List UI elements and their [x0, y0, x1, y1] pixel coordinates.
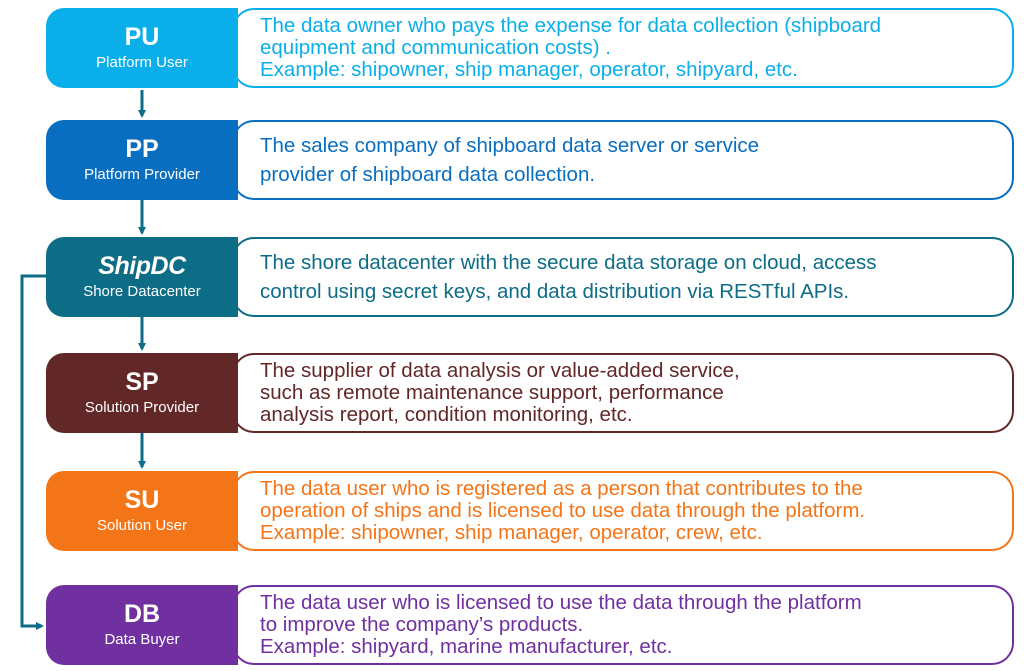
description-line: control using secret keys, and data dist… — [260, 280, 850, 303]
description-line: The sales company of shipboard data serv… — [260, 134, 760, 157]
role-name: Data Buyer — [104, 631, 180, 648]
row-pu: The data owner who pays the expense for … — [46, 8, 1014, 88]
row-shipdc: The shore datacenter with the secure dat… — [46, 237, 1014, 317]
role-name: Solution User — [96, 517, 188, 534]
role-name: Platform Provider — [84, 166, 200, 183]
description-box-pu: The data owner who pays the expense for … — [232, 8, 1014, 88]
role-abbreviation: SU — [124, 486, 160, 514]
role-tag-shipdc: ShipDC Shore Datacenter — [46, 237, 238, 317]
description-line: analysis report, condition monitoring, e… — [260, 403, 633, 426]
description-line: Example: shipyard, marine manufacturer, … — [260, 635, 673, 658]
role-name: Platform User — [96, 54, 188, 71]
role-tag-pp: PP Platform Provider — [46, 120, 238, 200]
description-line: provider of shipboard data collection. — [260, 163, 596, 186]
role-tag-db: DB Data Buyer — [46, 585, 238, 665]
role-tag-su: SU Solution User — [46, 471, 238, 551]
description-line: equipment and communication costs) . — [260, 36, 611, 59]
description-line: The data owner who pays the expense for … — [260, 14, 882, 37]
description-box-db: The data user who is licensed to use the… — [232, 585, 1014, 665]
description-box-pp: The sales company of shipboard data serv… — [232, 120, 1014, 200]
role-abbreviation: SP — [125, 368, 159, 396]
description-line: The supplier of data analysis or value-a… — [260, 359, 740, 382]
row-su: The data user who is registered as a per… — [46, 471, 1014, 551]
row-sp: The supplier of data analysis or value-a… — [46, 353, 1014, 433]
description-line: The shore datacenter with the secure dat… — [260, 251, 877, 274]
description-line: The data user who is registered as a per… — [260, 477, 863, 500]
role-abbreviation: PP — [125, 135, 159, 163]
description-line: Example: shipowner, ship manager, operat… — [260, 58, 798, 81]
description-line: The data user who is licensed to use the… — [260, 591, 862, 614]
role-abbreviation: DB — [123, 600, 161, 628]
role-tag-pu: PU Platform User — [46, 8, 238, 88]
description-line: to improve the company’s products. — [260, 613, 584, 636]
description-box-sp: The supplier of data analysis or value-a… — [232, 353, 1014, 433]
row-pp: The sales company of shipboard data serv… — [46, 120, 1014, 200]
arrow-shipdc-to-db — [20, 274, 48, 630]
description-line: such as remote maintenance support, perf… — [260, 381, 724, 404]
role-tag-sp: SP Solution Provider — [46, 353, 238, 433]
role-abbreviation: PU — [124, 23, 160, 51]
role-name: Solution Provider — [84, 399, 200, 416]
description-line: Example: shipowner, ship manager, operat… — [260, 521, 763, 544]
role-name: Shore Datacenter — [83, 283, 201, 300]
role-abbreviation: ShipDC — [98, 252, 186, 280]
description-box-shipdc: The shore datacenter with the secure dat… — [232, 237, 1014, 317]
description-box-su: The data user who is registered as a per… — [232, 471, 1014, 551]
description-line: operation of ships and is licensed to us… — [260, 499, 866, 522]
row-db: The data user who is licensed to use the… — [46, 585, 1014, 665]
